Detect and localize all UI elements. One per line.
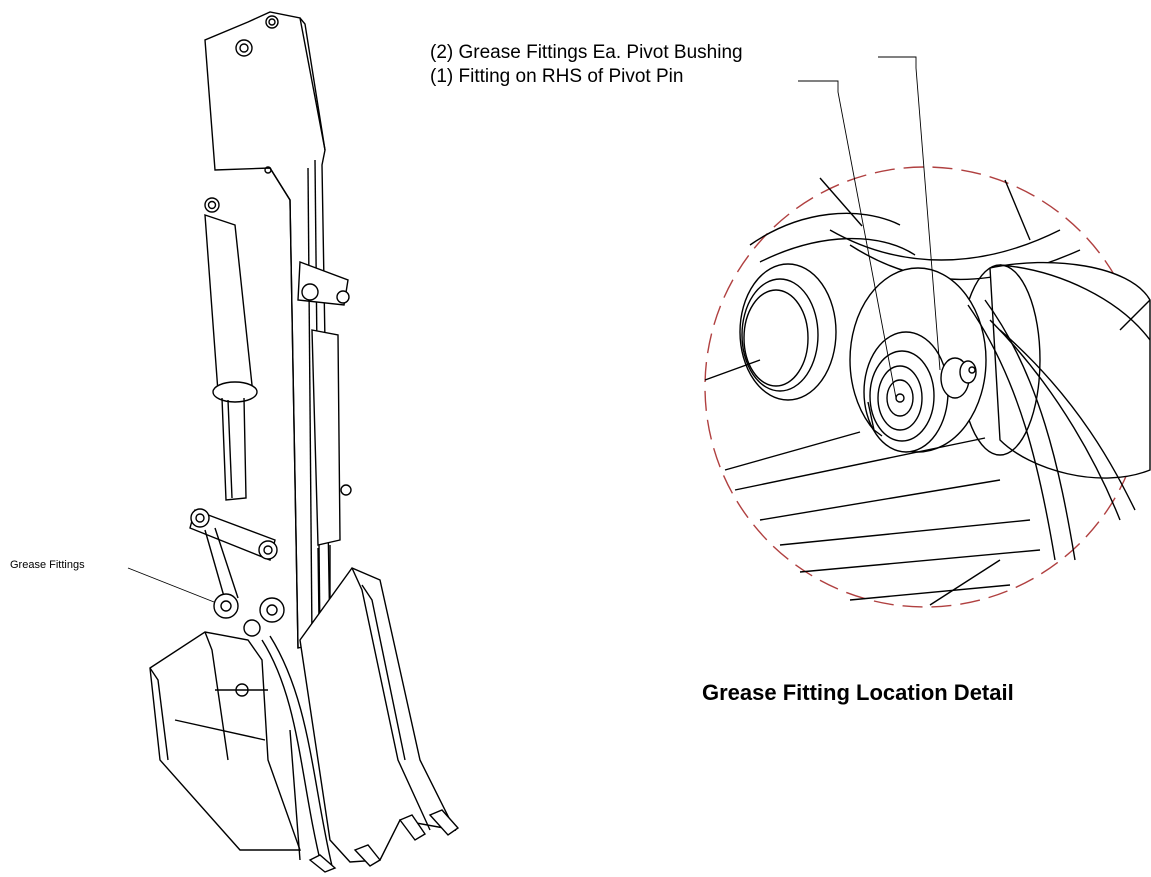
label-grease-fittings-each-bushing: (2) Grease Fittings Ea. Pivot Bushing — [430, 42, 743, 63]
bucket-linkage — [189, 508, 347, 869]
left-hydraulic-cylinder — [204, 214, 258, 501]
right-hydraulic-cylinder — [297, 261, 352, 691]
excavator-arm-drawing — [127, 11, 460, 873]
detail-view — [704, 56, 1151, 608]
leader-grease-fittings-bushing — [878, 56, 941, 371]
grease-fittings-leader — [127, 567, 215, 603]
grease-fittings-label: Grease Fittings — [10, 559, 85, 571]
leader-fitting-rhs-pin — [798, 80, 897, 399]
detail-title: Grease Fitting Location Detail — [702, 680, 1014, 705]
bucket — [149, 567, 460, 873]
detail-linework — [704, 177, 1151, 606]
label-fitting-rhs-pivot-pin: (1) Fitting on RHS of Pivot Pin — [430, 66, 683, 87]
